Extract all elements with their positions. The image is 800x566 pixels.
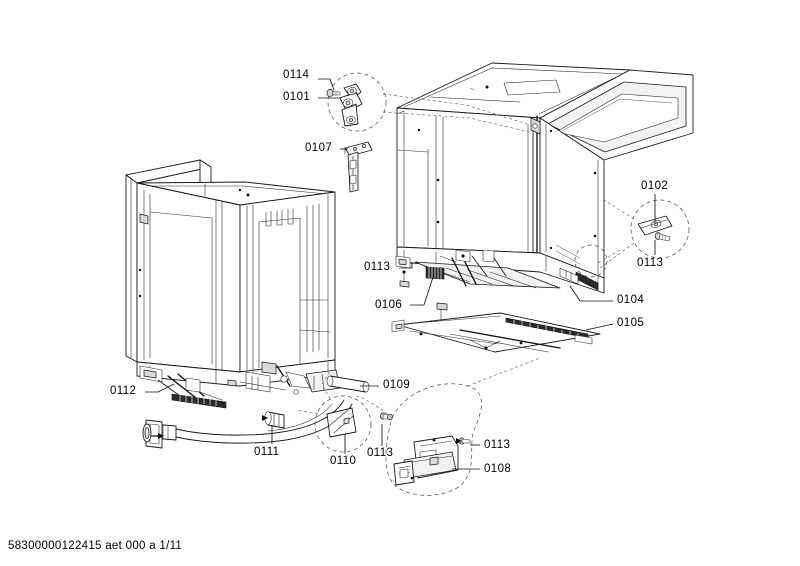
part-label-0110: 0110 [330, 455, 357, 467]
leader-0105 [585, 323, 614, 331]
part-label-0111: 0111 [254, 446, 280, 458]
part-label-0112: 0112 [110, 385, 137, 397]
base-bracket-left [139, 365, 227, 409]
part-label-0113-left: 0113 [364, 261, 391, 273]
angle-bracket-0107 [344, 141, 373, 193]
part-label-0113-pump: 0113 [484, 439, 511, 451]
side-bracket-callout [574, 199, 690, 278]
wedge-block-callout [295, 370, 393, 453]
screw-0113-mid [380, 412, 393, 420]
screw-0114 [326, 89, 341, 97]
roller-shaft [326, 375, 370, 393]
leader-0106 [410, 273, 435, 306]
screw-0113-right [654, 232, 671, 242]
inner-tub-cabinet-left [125, 159, 370, 409]
part-label-0106: 0106 [375, 299, 403, 311]
part-label-0104: 0104 [617, 294, 645, 306]
part-label-0108: 0108 [484, 463, 512, 475]
leader-0112 [145, 383, 175, 393]
leader-0114 [318, 78, 335, 91]
part-label-0107: 0107 [305, 142, 333, 154]
leader-0104 [569, 285, 613, 302]
part-label-0113-right: 0113 [637, 257, 664, 269]
part-label-0113-mid: 0113 [367, 447, 394, 459]
appliance-body-right [395, 62, 694, 294]
leader-lines [145, 78, 656, 470]
base-machinery [414, 249, 599, 291]
footer-caption: 58300000122415 aet 000 a 1/11 [8, 540, 183, 552]
part-label-0109: 0109 [383, 379, 411, 391]
part-label-0105: 0105 [617, 317, 645, 329]
inlet-hose-assembly [142, 399, 353, 449]
part-label-0101: 0101 [283, 91, 311, 103]
drain-pump-callout [355, 357, 541, 496]
leader-0113-left [399, 262, 413, 269]
screw-0113-pump [456, 437, 471, 445]
part-label-0114: 0114 [283, 69, 310, 81]
base-tray-assembly [391, 302, 601, 353]
part-label-0102: 0102 [641, 180, 669, 192]
hinge-detail-callout [326, 72, 530, 133]
